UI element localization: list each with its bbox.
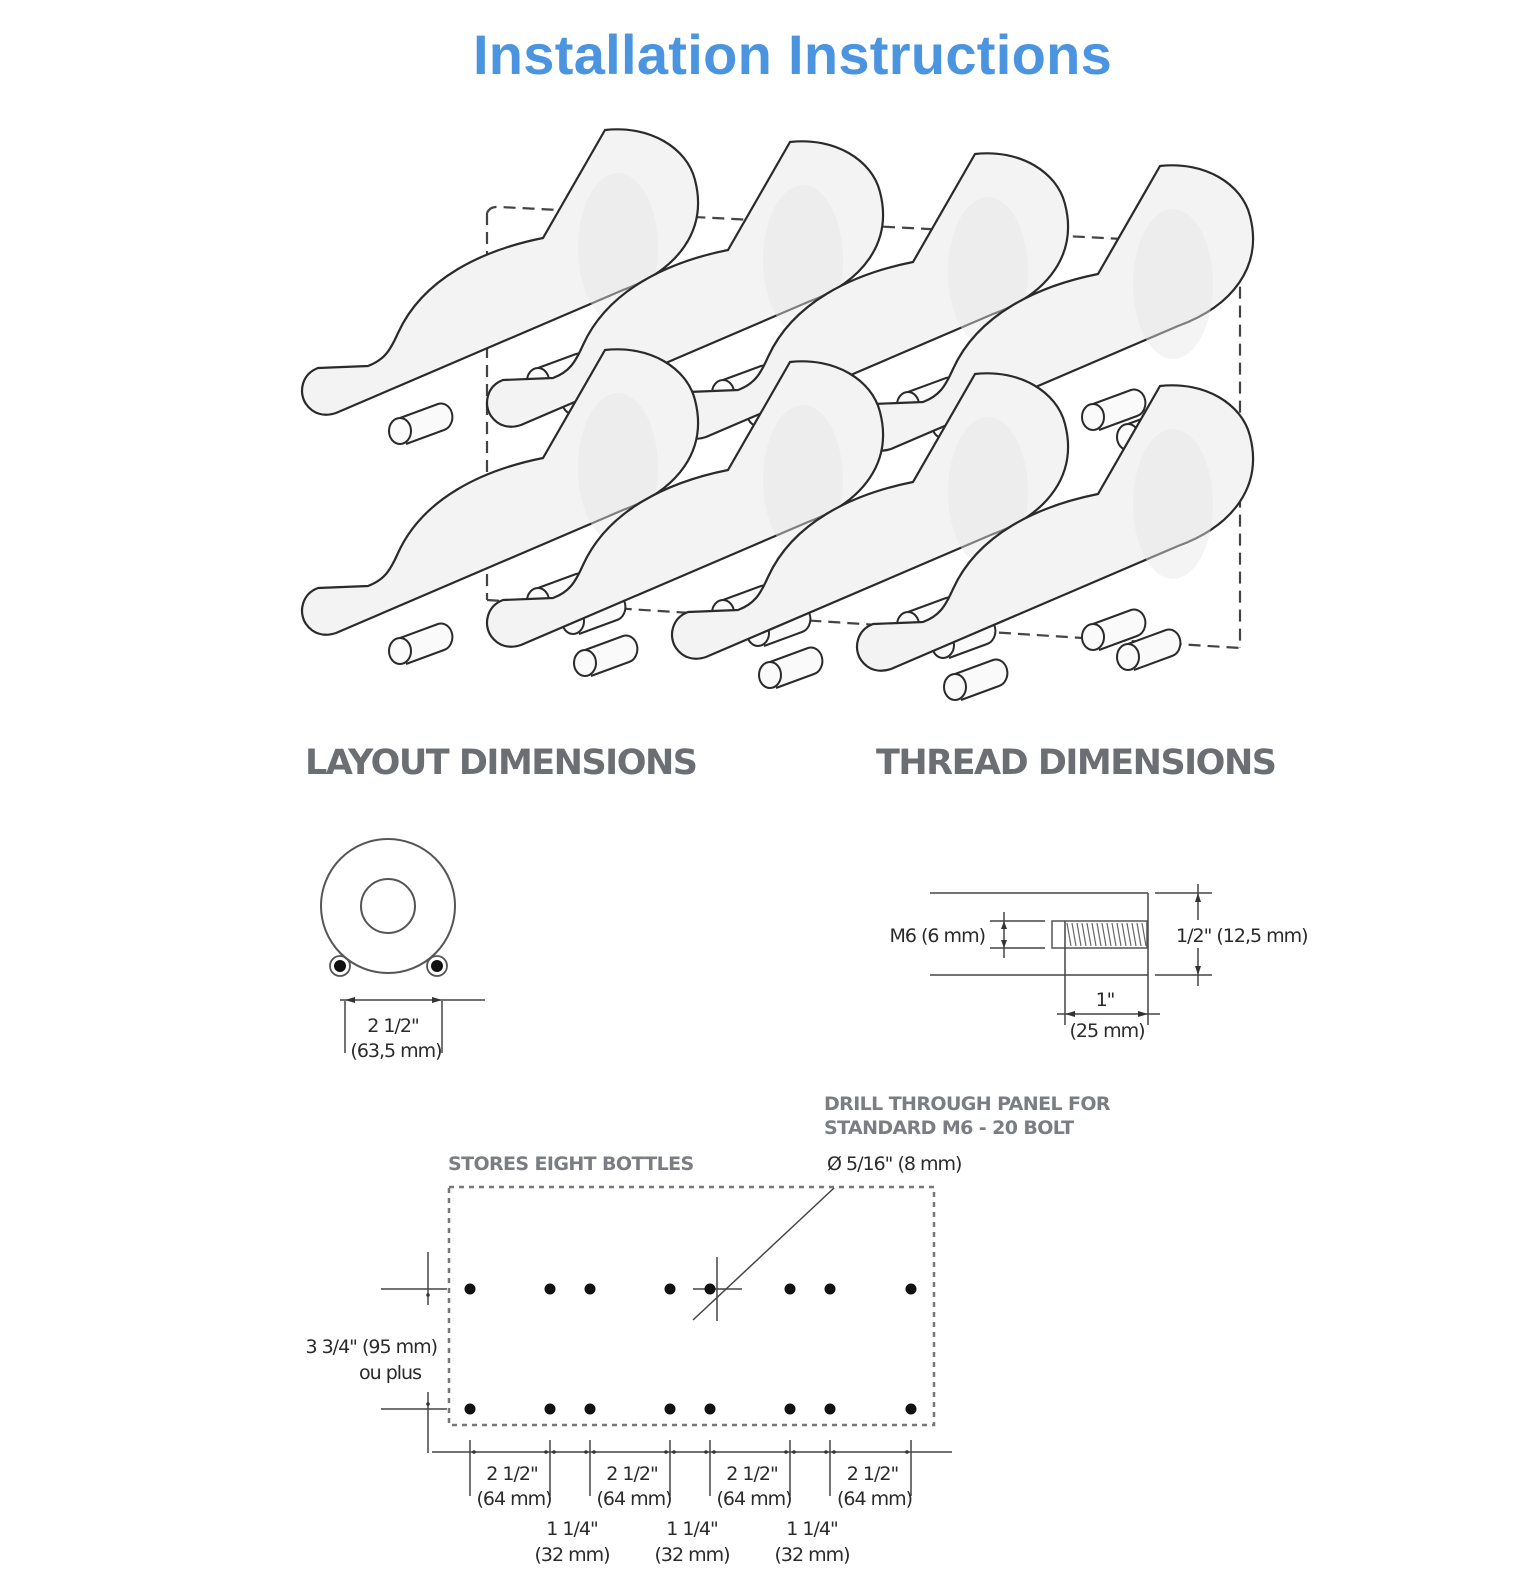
drill-hole bbox=[784, 1283, 796, 1295]
peg-spacing-mm: (63,5 mm) bbox=[350, 1040, 441, 1062]
drill-hole bbox=[464, 1403, 476, 1415]
rack-peg bbox=[1081, 608, 1147, 651]
template-outline bbox=[447, 1185, 936, 1427]
bottle-shading bbox=[1133, 429, 1213, 579]
rack-peg bbox=[388, 402, 454, 445]
thread-dimensions-heading: THREAD DIMENSIONS bbox=[876, 743, 1275, 783]
narrow-spacing-mm: (32 mm) bbox=[774, 1544, 849, 1566]
drill-hole bbox=[544, 1283, 556, 1295]
horizontal-spacing-dimensions: 2 1/2" (64 mm) 2 1/2" (64 mm) 2 1/2" (64 mm) 2… bbox=[469, 1440, 913, 1566]
layout-dimensions-diagram: 2 1/2" (63,5 mm) bbox=[320, 838, 485, 1062]
bolt-diameter-label: 1/2" (12,5 mm) bbox=[1176, 925, 1308, 947]
bottle-body bbox=[300, 128, 700, 416]
peg-spacing-inches: 2 1/2" bbox=[367, 1015, 418, 1037]
wine-rack-illustration bbox=[300, 128, 1255, 701]
drill-hole bbox=[664, 1283, 676, 1295]
drill-hole bbox=[905, 1403, 917, 1415]
bottle-rows bbox=[300, 128, 1255, 701]
bottle-body bbox=[485, 360, 885, 648]
narrow-spacing-inches: 1 1/4" bbox=[786, 1518, 837, 1540]
row-spacing-label: 3 3/4" (95 mm) bbox=[305, 1336, 437, 1358]
drill-hole bbox=[584, 1283, 596, 1295]
thread-hatching bbox=[1066, 922, 1147, 947]
template-caption: STORES EIGHT BOTTLES bbox=[448, 1153, 694, 1175]
wide-spacing-inches: 2 1/2" bbox=[606, 1463, 657, 1485]
drill-holes bbox=[464, 1283, 917, 1415]
drill-note-line-2: STANDARD M6 - 20 BOLT bbox=[824, 1117, 1074, 1139]
wide-spacing-mm: (64 mm) bbox=[716, 1488, 791, 1510]
peg-right bbox=[431, 960, 443, 972]
drill-hole bbox=[464, 1283, 476, 1295]
wide-spacing-inches: 2 1/2" bbox=[486, 1463, 537, 1485]
thread-length-inches: 1" bbox=[1096, 989, 1115, 1011]
narrow-spacing-inches: 1 1/4" bbox=[546, 1518, 597, 1540]
bottle-body bbox=[670, 372, 1070, 660]
rack-peg bbox=[573, 634, 639, 677]
wide-spacing-mm: (64 mm) bbox=[476, 1488, 551, 1510]
rack-peg bbox=[943, 658, 1009, 701]
rack-peg bbox=[758, 646, 824, 689]
wine-bottle bbox=[855, 384, 1255, 701]
rack-peg bbox=[1116, 628, 1182, 671]
thread-dimensions-diagram: M6 (6 mm) 1/2" (12,5 mm) 1" (25 mm) bbox=[890, 884, 1309, 1042]
drill-hole bbox=[704, 1403, 716, 1415]
thread-length-mm: (25 mm) bbox=[1069, 1020, 1144, 1042]
drill-hole bbox=[664, 1403, 676, 1415]
wide-spacing-mm: (64 mm) bbox=[596, 1488, 671, 1510]
thread-size-label: M6 (6 mm) bbox=[890, 925, 986, 947]
drill-hole bbox=[824, 1283, 836, 1295]
rack-peg bbox=[388, 622, 454, 665]
bottle-body bbox=[300, 348, 700, 636]
narrow-spacing-mm: (32 mm) bbox=[654, 1544, 729, 1566]
drill-template-diagram: DRILL THROUGH PANEL FOR STANDARD M6 - 20… bbox=[305, 1093, 1111, 1566]
page-title: Installation Instructions bbox=[472, 23, 1113, 86]
drill-hole bbox=[544, 1403, 556, 1415]
drill-hole bbox=[905, 1283, 917, 1295]
peg-right-ring bbox=[426, 955, 448, 977]
peg-left-ring bbox=[329, 955, 351, 977]
bottle-neck-outline bbox=[360, 878, 416, 934]
drill-hole bbox=[584, 1403, 596, 1415]
rack-peg bbox=[1081, 388, 1147, 431]
drill-note-line-1: DRILL THROUGH PANEL FOR bbox=[824, 1093, 1111, 1115]
narrow-spacing-mm: (32 mm) bbox=[534, 1544, 609, 1566]
bottle-body bbox=[485, 140, 885, 428]
peg-left bbox=[334, 960, 346, 972]
wide-spacing-inches: 2 1/2" bbox=[847, 1463, 898, 1485]
wide-spacing-mm: (64 mm) bbox=[837, 1488, 912, 1510]
bottle-body bbox=[855, 384, 1255, 672]
bottle-shading bbox=[1133, 209, 1213, 359]
bottle-end-outline bbox=[320, 838, 456, 974]
drill-hole bbox=[704, 1283, 716, 1295]
drill-hole bbox=[824, 1403, 836, 1415]
hole-diameter-label: Ø 5/16" (8 mm) bbox=[827, 1153, 961, 1175]
row-spacing-label-2: ou plus bbox=[359, 1362, 421, 1384]
layout-dimensions-heading: LAYOUT DIMENSIONS bbox=[305, 743, 696, 783]
narrow-spacing-inches: 1 1/4" bbox=[666, 1518, 717, 1540]
wide-spacing-inches: 2 1/2" bbox=[726, 1463, 777, 1485]
drill-hole bbox=[784, 1403, 796, 1415]
